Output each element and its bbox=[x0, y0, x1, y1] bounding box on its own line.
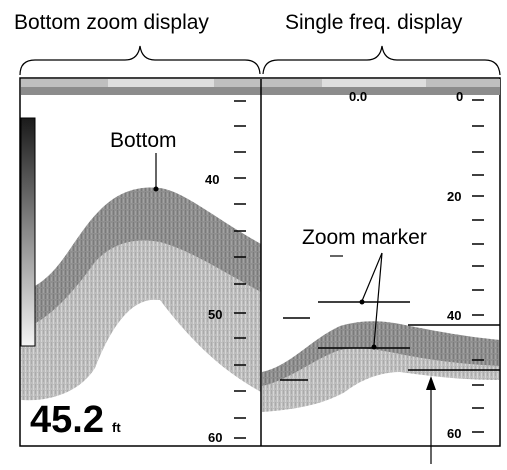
zoom-marker-pointer-upper bbox=[361, 252, 383, 302]
right-depth-ticks bbox=[472, 99, 484, 433]
right-echo bbox=[262, 321, 499, 412]
zoom-marker-dot-upper bbox=[359, 299, 365, 305]
left-scale-label-40: 40 bbox=[205, 172, 219, 187]
right-scale-label-40: 40 bbox=[447, 308, 461, 323]
right-top-scale-label: 0 bbox=[456, 89, 463, 104]
single-freq-display-caption: Single freq. display bbox=[285, 11, 463, 34]
bottom-zoom-display-caption: Bottom zoom display bbox=[14, 11, 209, 34]
bottom-pointer-dot bbox=[153, 186, 159, 192]
depth-readout: 45.2 bbox=[30, 399, 104, 441]
zoom-marker-label: Zoom marker bbox=[302, 226, 427, 249]
left-depth-ticks bbox=[234, 100, 246, 439]
left-scale-label-50: 50 bbox=[208, 307, 222, 322]
zoom-marker-lines bbox=[280, 301, 500, 381]
depth-unit: ft bbox=[112, 420, 121, 435]
bottom-label: Bottom bbox=[110, 129, 177, 152]
bottom-arrow-head bbox=[426, 376, 436, 390]
zoom-marker-dot-lower bbox=[371, 344, 377, 350]
color-scale-bar bbox=[20, 117, 36, 347]
right-brace bbox=[262, 45, 501, 76]
right-scale-label-20: 20 bbox=[447, 189, 461, 204]
left-brace bbox=[19, 45, 261, 76]
right-scale-label-60: 60 bbox=[447, 426, 461, 441]
left-echo bbox=[21, 187, 261, 401]
left-scale-label-60: 60 bbox=[208, 430, 222, 445]
right-header-value: 0.0 bbox=[349, 89, 367, 104]
zoom-marker-pointer-lower bbox=[373, 252, 383, 346]
